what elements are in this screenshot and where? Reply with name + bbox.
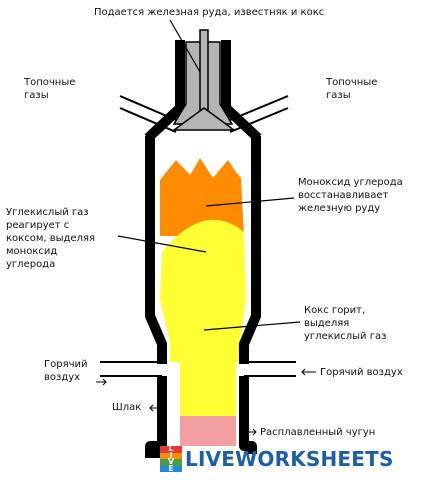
- label-flue-gas-left: Топочные газы: [24, 77, 76, 101]
- label-coke-burns: Кокс горит, выделяя углекислый газ: [304, 305, 387, 342]
- flue-pipe-right: [229, 95, 289, 133]
- liveworksheets-watermark: L I V E LIVEWORKSHEETS: [160, 445, 394, 472]
- feed-chute: [199, 29, 209, 111]
- molten-iron-zone: [180, 416, 236, 446]
- hot-air-arrow-right: [301, 368, 316, 376]
- label-molten-iron: Расплавленный чугун: [260, 427, 376, 438]
- watermark-text: LIVEWORKSHEETS: [185, 447, 394, 471]
- label-co2-reacts: Углекислый газ реагирует с коксом, выдел…: [6, 207, 95, 270]
- co2-leader: [117, 235, 207, 253]
- bell-cone: [171, 107, 237, 131]
- throat-top-left: [144, 40, 185, 142]
- feed-leader: [169, 19, 201, 73]
- label-feed: Подается железная руда, известняк и кокс: [94, 7, 325, 18]
- coke-leader: [203, 321, 301, 331]
- label-hot-air-left: Горячий воздух: [44, 359, 88, 383]
- co-zone: [160, 158, 244, 236]
- combustion-zone: [160, 219, 246, 416]
- furnace-base: [145, 450, 165, 458]
- label-co-reduces: Моноксид углерода восстанавливает железн…: [298, 177, 403, 214]
- label-hot-air-right: Горячий воздух: [320, 367, 403, 378]
- watermark-badge: L I V E: [160, 445, 182, 472]
- hot-air-arrow-left: [96, 378, 107, 386]
- iron-arrow: [242, 428, 257, 436]
- hot-air-pipe-left: [100, 361, 162, 377]
- co-zone-leader: [205, 197, 295, 207]
- flue-pipe-left: [119, 95, 177, 133]
- label-flue-gas-right: Топочные газы: [326, 77, 378, 101]
- furnace-wall-right: [239, 136, 261, 454]
- label-slag: Шлак: [112, 402, 142, 413]
- hot-air-pipe-right: [244, 361, 296, 377]
- throat-top-right: [221, 40, 262, 142]
- slag-arrow: [149, 404, 160, 412]
